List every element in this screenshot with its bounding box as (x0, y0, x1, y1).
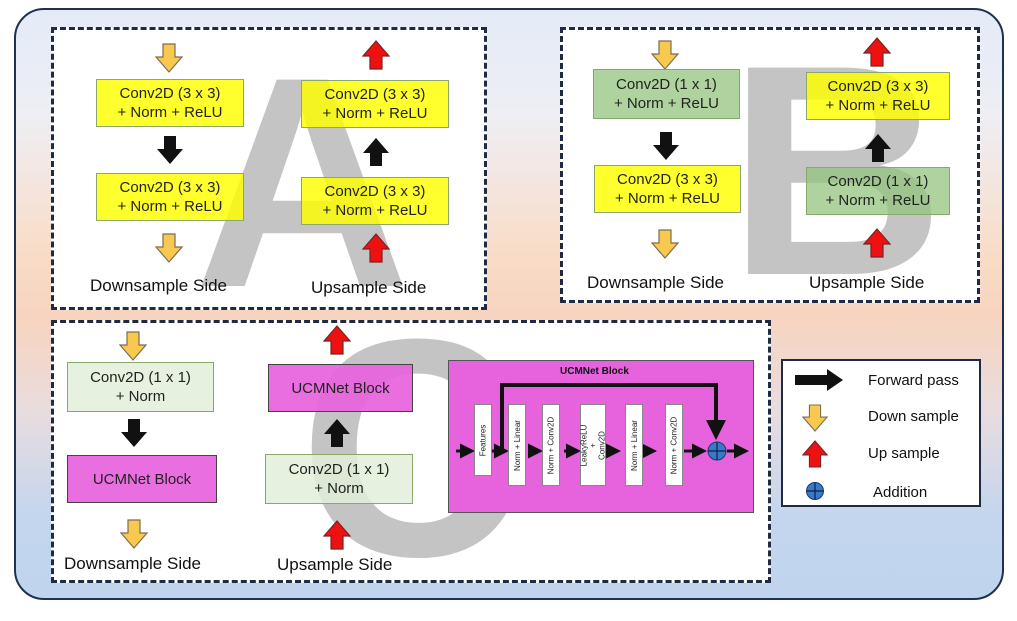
panel-a-down-box-2: Conv2D (3 x 3) + Norm + ReLU (96, 173, 244, 221)
panel-a-up-box-1: Conv2D (3 x 3) + Norm + ReLU (301, 80, 449, 128)
down-arrow-icon (155, 43, 183, 73)
block-stage-features: Features (474, 404, 492, 476)
panel-b-up-box-2: Conv2D (1 x 1) + Norm + ReLU (806, 167, 950, 215)
forward-arrow-icon (323, 418, 351, 448)
up-arrow-icon (362, 233, 390, 263)
panel-b-down-box-2: Conv2D (3 x 3) + Norm + ReLU (594, 165, 741, 213)
down-arrow-icon (120, 519, 148, 549)
panel-a-down-label: Downsample Side (90, 276, 228, 295)
panel-b-up-label: Upsample Side (809, 273, 925, 292)
panel-c-up-box-2: Conv2D (1 x 1) + Norm (265, 454, 413, 504)
up-arrow-icon (323, 325, 351, 355)
down-arrow-icon (155, 233, 183, 263)
panel-b-down-box-1: Conv2D (1 x 1) + Norm + ReLU (593, 69, 740, 119)
panel-c-down-label: Downsample Side (64, 554, 202, 573)
block-stage-norm-conv2d-2: Norm + Conv2D (665, 404, 683, 486)
ucmnet-block-connections (456, 383, 749, 461)
block-stage-norm-linear: Norm + Linear (508, 404, 526, 486)
ucmnet-block-title: UCMNet Block (560, 366, 629, 377)
forward-arrow-icon (156, 135, 184, 165)
forward-arrow-icon (864, 133, 892, 163)
panel-b-down-label: Downsample Side (587, 273, 725, 292)
panel-c-up-label: Upsample Side (277, 555, 393, 574)
panel-c-up-box-1: UCMNet Block (268, 364, 413, 412)
up-arrow-icon (802, 440, 828, 468)
panel-a-down-box-1: Conv2D (3 x 3) + Norm + ReLU (96, 79, 244, 127)
up-arrow-icon (362, 40, 390, 70)
forward-arrow-icon (652, 131, 680, 161)
addition-icon (806, 482, 824, 500)
block-stage-leakyrelu-conv2d: LeakyReLU + Conv2D (580, 404, 607, 486)
panel-c-down-box-1: Conv2D (1 x 1) + Norm (67, 362, 214, 412)
panel-b-up-box-1: Conv2D (3 x 3) + Norm + ReLU (806, 72, 950, 120)
forward-arrow-icon (362, 137, 390, 167)
up-arrow-icon (863, 37, 891, 67)
up-arrow-icon (863, 228, 891, 258)
legend-up-label: Up sample (868, 445, 940, 462)
panel-a-up-box-2: Conv2D (3 x 3) + Norm + ReLU (301, 177, 449, 225)
legend-addition-label: Addition (873, 484, 928, 501)
block-stage-norm-linear-2: Norm + Linear (625, 404, 643, 486)
down-arrow-icon (119, 331, 147, 361)
panel-a-up-label: Upsample Side (311, 278, 427, 297)
down-arrow-icon (651, 229, 679, 259)
forward-arrow-icon (120, 418, 148, 448)
legend-forward-label: Forward pass (868, 372, 959, 389)
panel-c-down-box-2: UCMNet Block (67, 455, 217, 503)
legend-down-label: Down sample (868, 408, 959, 425)
block-stage-norm-conv2d: Norm + Conv2D (542, 404, 560, 486)
panel-a: A (51, 27, 487, 332)
down-arrow-icon (651, 40, 679, 70)
up-arrow-icon (323, 520, 351, 550)
down-arrow-icon (802, 404, 828, 432)
forward-arrow-icon (795, 369, 843, 391)
